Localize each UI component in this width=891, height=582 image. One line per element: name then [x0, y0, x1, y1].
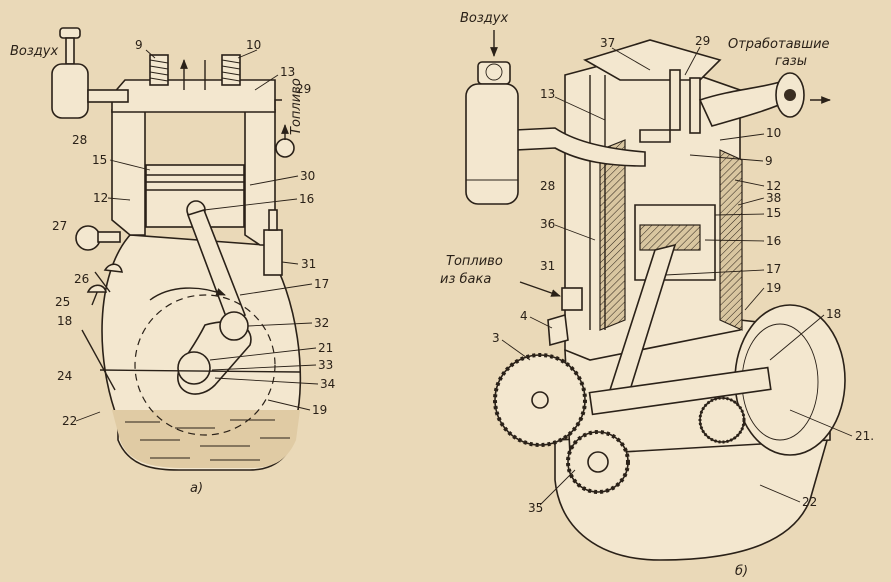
right-callouts: 37 29 13 10 9 28 12 38 15 36 16 31 17 19… — [492, 34, 874, 515]
cylinder-head — [111, 79, 276, 113]
callout-28: 28 — [72, 133, 87, 147]
caption-a: а) — [190, 481, 203, 496]
callout-29r: 29 — [695, 34, 710, 48]
callout-15r: 15 — [766, 206, 781, 220]
air-label-right: Воздух — [460, 11, 508, 26]
callout-16r: 16 — [766, 234, 781, 248]
crankshaft — [588, 366, 772, 416]
callout-31r: 31 — [540, 259, 555, 273]
cylinder-wall-left — [111, 109, 146, 236]
air-label-left: Воздух — [10, 44, 58, 59]
callout-36: 36 — [540, 217, 555, 231]
callout-37: 37 — [600, 36, 615, 50]
callout-22: 22 — [62, 414, 77, 428]
valve-springs — [149, 54, 241, 86]
callout-16: 16 — [299, 192, 314, 206]
callout-13: 13 — [280, 65, 295, 79]
intake-pipe — [514, 127, 646, 167]
callout-26: 26 — [74, 272, 89, 286]
callout-30: 30 — [300, 169, 315, 183]
callout-15: 15 — [92, 153, 107, 167]
callout-12r: 12 — [766, 179, 781, 193]
callout-21r: 21. — [855, 429, 874, 443]
callout-17: 17 — [314, 277, 329, 291]
callout-31: 31 — [301, 257, 316, 271]
callout-28r: 28 — [540, 179, 555, 193]
fuel-pump-right — [519, 281, 583, 347]
fuel-label-line1: Топливо — [446, 254, 503, 269]
oil-level-lines — [125, 419, 290, 461]
fins-left — [599, 139, 626, 331]
fuel-label-left: Топливо — [289, 78, 304, 135]
callout-22r: 22 — [802, 495, 817, 509]
caption-b: б) — [735, 564, 748, 579]
crank-pin — [219, 311, 249, 341]
callout-18: 18 — [57, 314, 72, 328]
callout-17r: 17 — [766, 262, 781, 276]
callout-9: 9 — [135, 38, 143, 52]
callout-18r: 18 — [826, 307, 841, 321]
oil-pump-left — [75, 225, 124, 391]
left-engine-section: Воздух Топливо а) 9 10 13 29 28 15 30 12… — [10, 27, 335, 496]
callout-3: 3 — [492, 331, 500, 345]
crank-circle — [134, 294, 276, 436]
callout-10: 10 — [246, 38, 261, 52]
callout-32: 32 — [314, 316, 329, 330]
fuel-label-line2: из бака — [440, 272, 491, 287]
callout-4: 4 — [520, 309, 528, 323]
fuel-pump-left — [263, 99, 295, 276]
callout-27: 27 — [52, 219, 67, 233]
callout-24: 24 — [57, 369, 72, 383]
callout-19r: 19 — [766, 281, 781, 295]
callout-38: 38 — [766, 191, 781, 205]
right-engine-cutaway: Воздух Отработавшие газы Топливо из бака… — [440, 11, 874, 579]
callout-35: 35 — [528, 501, 543, 515]
callout-25: 25 — [55, 295, 70, 309]
air-filter-right — [465, 30, 519, 205]
oil-sump — [112, 410, 300, 468]
callout-19: 19 — [312, 403, 327, 417]
air-filter-left — [51, 27, 129, 119]
head-right — [582, 39, 722, 81]
callout-13r: 13 — [540, 87, 555, 101]
connecting-rod-left — [186, 209, 247, 324]
callout-33: 33 — [318, 358, 333, 372]
callout-9r: 9 — [765, 154, 773, 168]
main-journal — [177, 351, 211, 385]
callout-29: 29 — [296, 82, 311, 96]
exhaust-label-line1: Отработавшие — [728, 37, 830, 52]
left-callouts: 9 10 13 29 28 15 30 12 16 27 26 31 25 17… — [52, 38, 335, 428]
exhaust-label-line2: газы — [775, 54, 807, 69]
callout-12: 12 — [93, 191, 108, 205]
callout-21: 21 — [318, 341, 333, 355]
callout-34: 34 — [320, 377, 335, 391]
callout-10r: 10 — [766, 126, 781, 140]
